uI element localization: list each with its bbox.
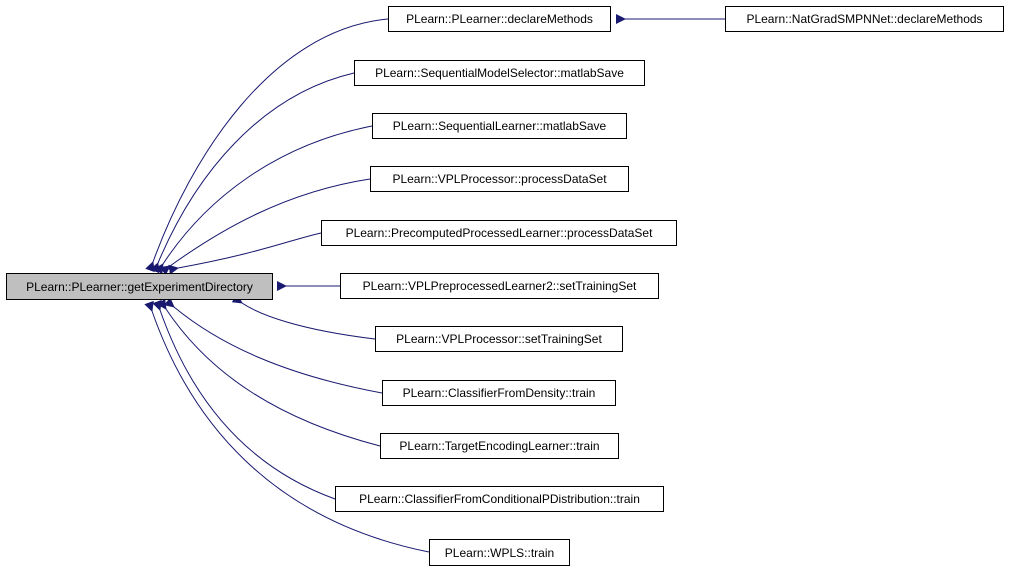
node-getExperimentDirectory: PLearn::PLearner::getExperimentDirectory bbox=[6, 273, 273, 300]
edge-wplsTrain bbox=[144, 300, 430, 553]
node-label: PLearn::TargetEncodingLearner::train bbox=[399, 439, 600, 453]
node-natgrad[interactable]: PLearn::NatGradSMPNNet::declareMethods bbox=[725, 6, 1004, 32]
node-label: PLearn::PLearner::declareMethods bbox=[406, 12, 593, 26]
node-smsMatlab[interactable]: PLearn::SequentialModelSelector::matlabS… bbox=[354, 60, 645, 86]
node-label: PLearn::SequentialLearner::matlabSave bbox=[392, 119, 607, 133]
node-label: PLearn::ClassifierFromDensity::train bbox=[402, 386, 596, 400]
edge-vplSetTS bbox=[231, 293, 376, 340]
node-label: PLearn::PLearner::getExperimentDirectory bbox=[26, 279, 253, 294]
node-vplProcess[interactable]: PLearn::VPLProcessor::processDataSet bbox=[370, 166, 629, 192]
node-cfdTrain[interactable]: PLearn::ClassifierFromDensity::train bbox=[382, 380, 616, 406]
edge-smsMatlab bbox=[149, 72, 355, 274]
edge-vplProcess bbox=[159, 178, 371, 276]
edge-pplProcess bbox=[168, 232, 322, 275]
node-label: PLearn::NatGradSMPNNet::declareMethods bbox=[746, 12, 983, 26]
node-slMatlab[interactable]: PLearn::SequentialLearner::matlabSave bbox=[372, 113, 627, 139]
edge-telTrain bbox=[156, 298, 381, 447]
node-label: PLearn::SequentialModelSelector::matlabS… bbox=[375, 66, 624, 80]
node-vplpl2[interactable]: PLearn::VPLPreprocessedLearner2::setTrai… bbox=[340, 273, 659, 299]
node-label: PLearn::ClassifierFromConditionalPDistri… bbox=[359, 492, 640, 506]
node-label: PLearn::VPLPreprocessedLearner2::setTrai… bbox=[362, 279, 637, 293]
node-vplSetTS[interactable]: PLearn::VPLProcessor::setTrainingSet bbox=[375, 326, 623, 352]
node-label: PLearn::WPLS::train bbox=[444, 545, 555, 560]
node-wplsTrain[interactable]: PLearn::WPLS::train bbox=[429, 539, 570, 566]
node-declareMethods[interactable]: PLearn::PLearner::declareMethods bbox=[388, 6, 611, 32]
node-label: PLearn::PrecomputedProcessedLearner::pro… bbox=[345, 226, 653, 240]
edge-cfcpdTrain bbox=[152, 299, 336, 500]
node-label: PLearn::VPLProcessor::setTrainingSet bbox=[396, 332, 602, 346]
node-telTrain[interactable]: PLearn::TargetEncodingLearner::train bbox=[380, 433, 619, 459]
edge-cfdTrain bbox=[163, 297, 383, 394]
edge-declareMethods bbox=[145, 18, 389, 273]
node-pplProcess[interactable]: PLearn::PrecomputedProcessedLearner::pro… bbox=[321, 220, 677, 246]
node-cfcpdTrain[interactable]: PLearn::ClassifierFromConditionalPDistri… bbox=[335, 486, 664, 512]
node-label: PLearn::VPLProcessor::processDataSet bbox=[392, 172, 607, 186]
edge-slMatlab bbox=[153, 125, 373, 275]
